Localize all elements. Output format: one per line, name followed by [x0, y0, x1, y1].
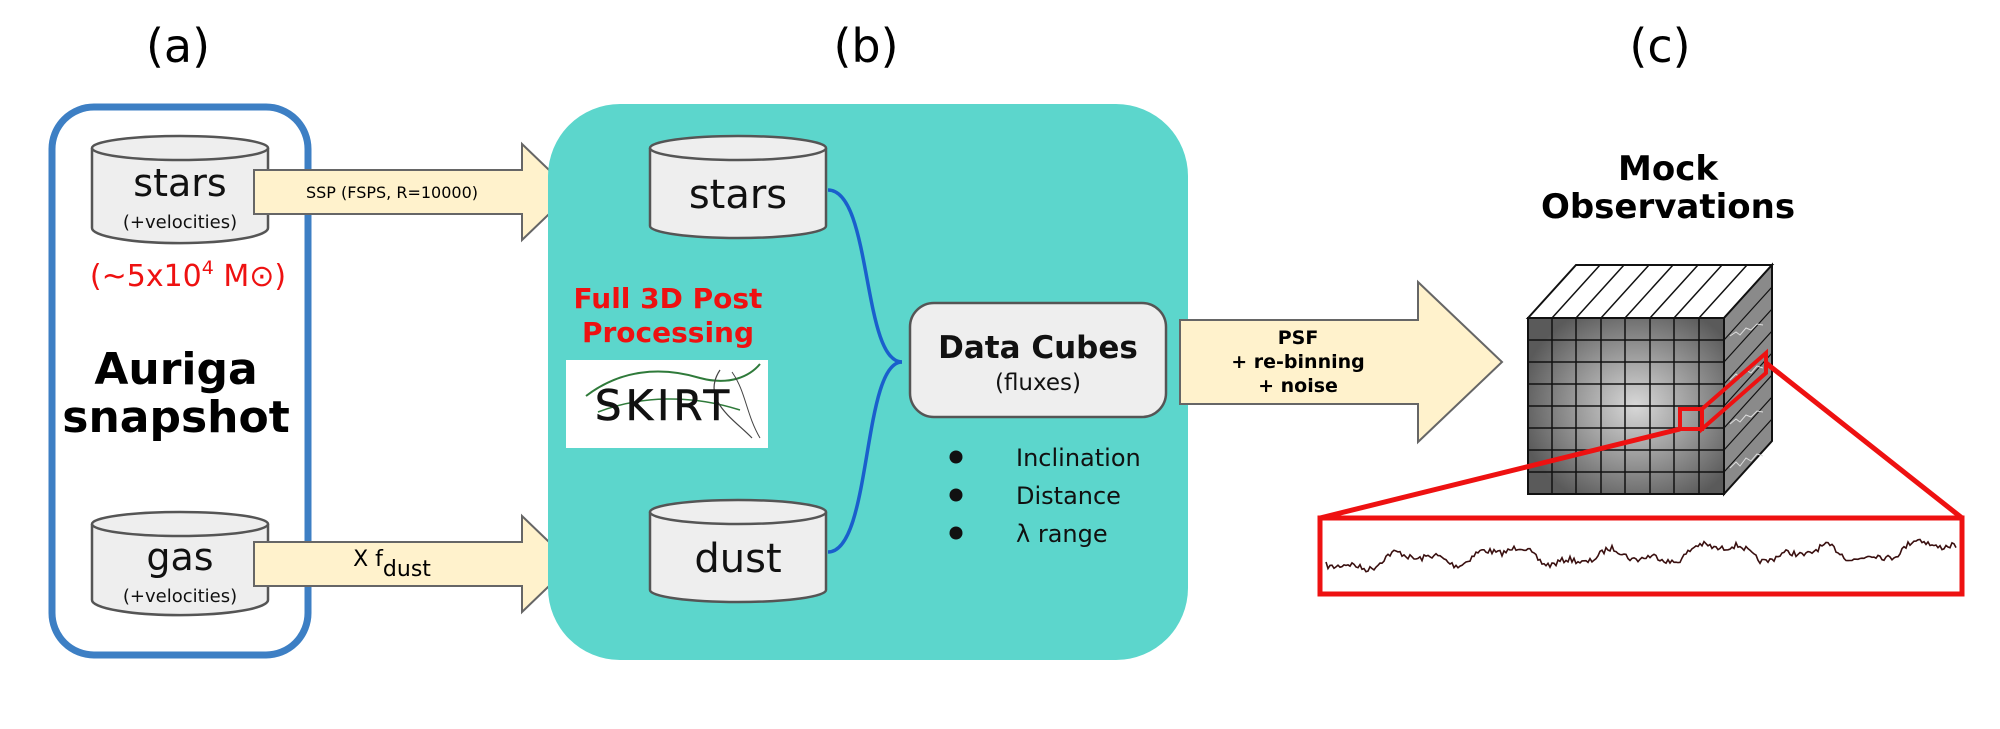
zoom-line-left [1319, 426, 1681, 521]
gas-particles-label: gas [146, 535, 213, 579]
spectrum-line [1325, 538, 1957, 573]
gas-velocities-note: (+velocities) [123, 586, 237, 607]
psf-arrow: PSF + re-binning + noise [1179, 279, 1504, 445]
data-cubes-title: Data Cubes [938, 330, 1138, 366]
stars-velocities-note: (+velocities) [123, 212, 237, 233]
mock-data-cube [1525, 262, 1775, 497]
ssp-arrow: SSP (FSPS, R=10000) [253, 141, 574, 243]
psf-arrow-line1: PSF [1278, 327, 1319, 349]
mock-observations-title-line2: Observations [1541, 187, 1795, 227]
ssp-arrow-label: SSP (FSPS, R=10000) [306, 183, 478, 202]
extracted-spectrum-panel [1317, 515, 1965, 597]
stars-particles-cylinder: stars (+velocities) [90, 134, 270, 245]
panel-label-c: (c) [1629, 19, 1690, 73]
stars-particles-label: stars [133, 161, 226, 205]
dust-fraction-label: X fdust [353, 547, 431, 582]
gas-particles-cylinder: gas (+velocities) [90, 510, 270, 617]
psf-arrow-line2: + re-binning [1231, 351, 1364, 373]
processing-heading-line1: Full 3D Post [574, 282, 763, 315]
mass-resolution-note: (~5x104 M⊙) [90, 257, 286, 294]
dust-cylinder: dust [648, 498, 828, 604]
data-cubes-box: Data Cubes (fluxes) [908, 301, 1168, 419]
stars-cylinder: stars [648, 134, 828, 240]
zoom-line-right [1764, 361, 1964, 520]
dust-fraction-arrow: X fdust [253, 513, 574, 615]
psf-arrow-line3: + noise [1258, 375, 1338, 397]
skirt-logo-text: SKIRT [595, 381, 733, 430]
dust-cylinder-label: dust [694, 536, 781, 582]
param-lambda-range: λ range [1016, 520, 1108, 548]
param-inclination: Inclination [1016, 444, 1141, 472]
auriga-title-line1: Auriga [94, 344, 257, 395]
data-cubes-subtitle: (fluxes) [995, 370, 1081, 396]
panel-label-b: (b) [833, 19, 898, 73]
processing-heading-line2: Processing [582, 316, 754, 349]
mock-observations-title-line1: Mock [1618, 149, 1719, 189]
dust-to-datacubes-connector [827, 360, 903, 554]
stars-to-datacubes-connector [827, 188, 903, 364]
skirt-logo: SKIRT [566, 360, 768, 448]
auriga-title-line2: snapshot [62, 392, 289, 443]
observation-parameter-list: Inclination Distance λ range [949, 444, 1141, 548]
panel-label-a: (a) [146, 19, 210, 73]
param-distance: Distance [1016, 482, 1121, 510]
stars-cylinder-label: stars [689, 172, 787, 218]
